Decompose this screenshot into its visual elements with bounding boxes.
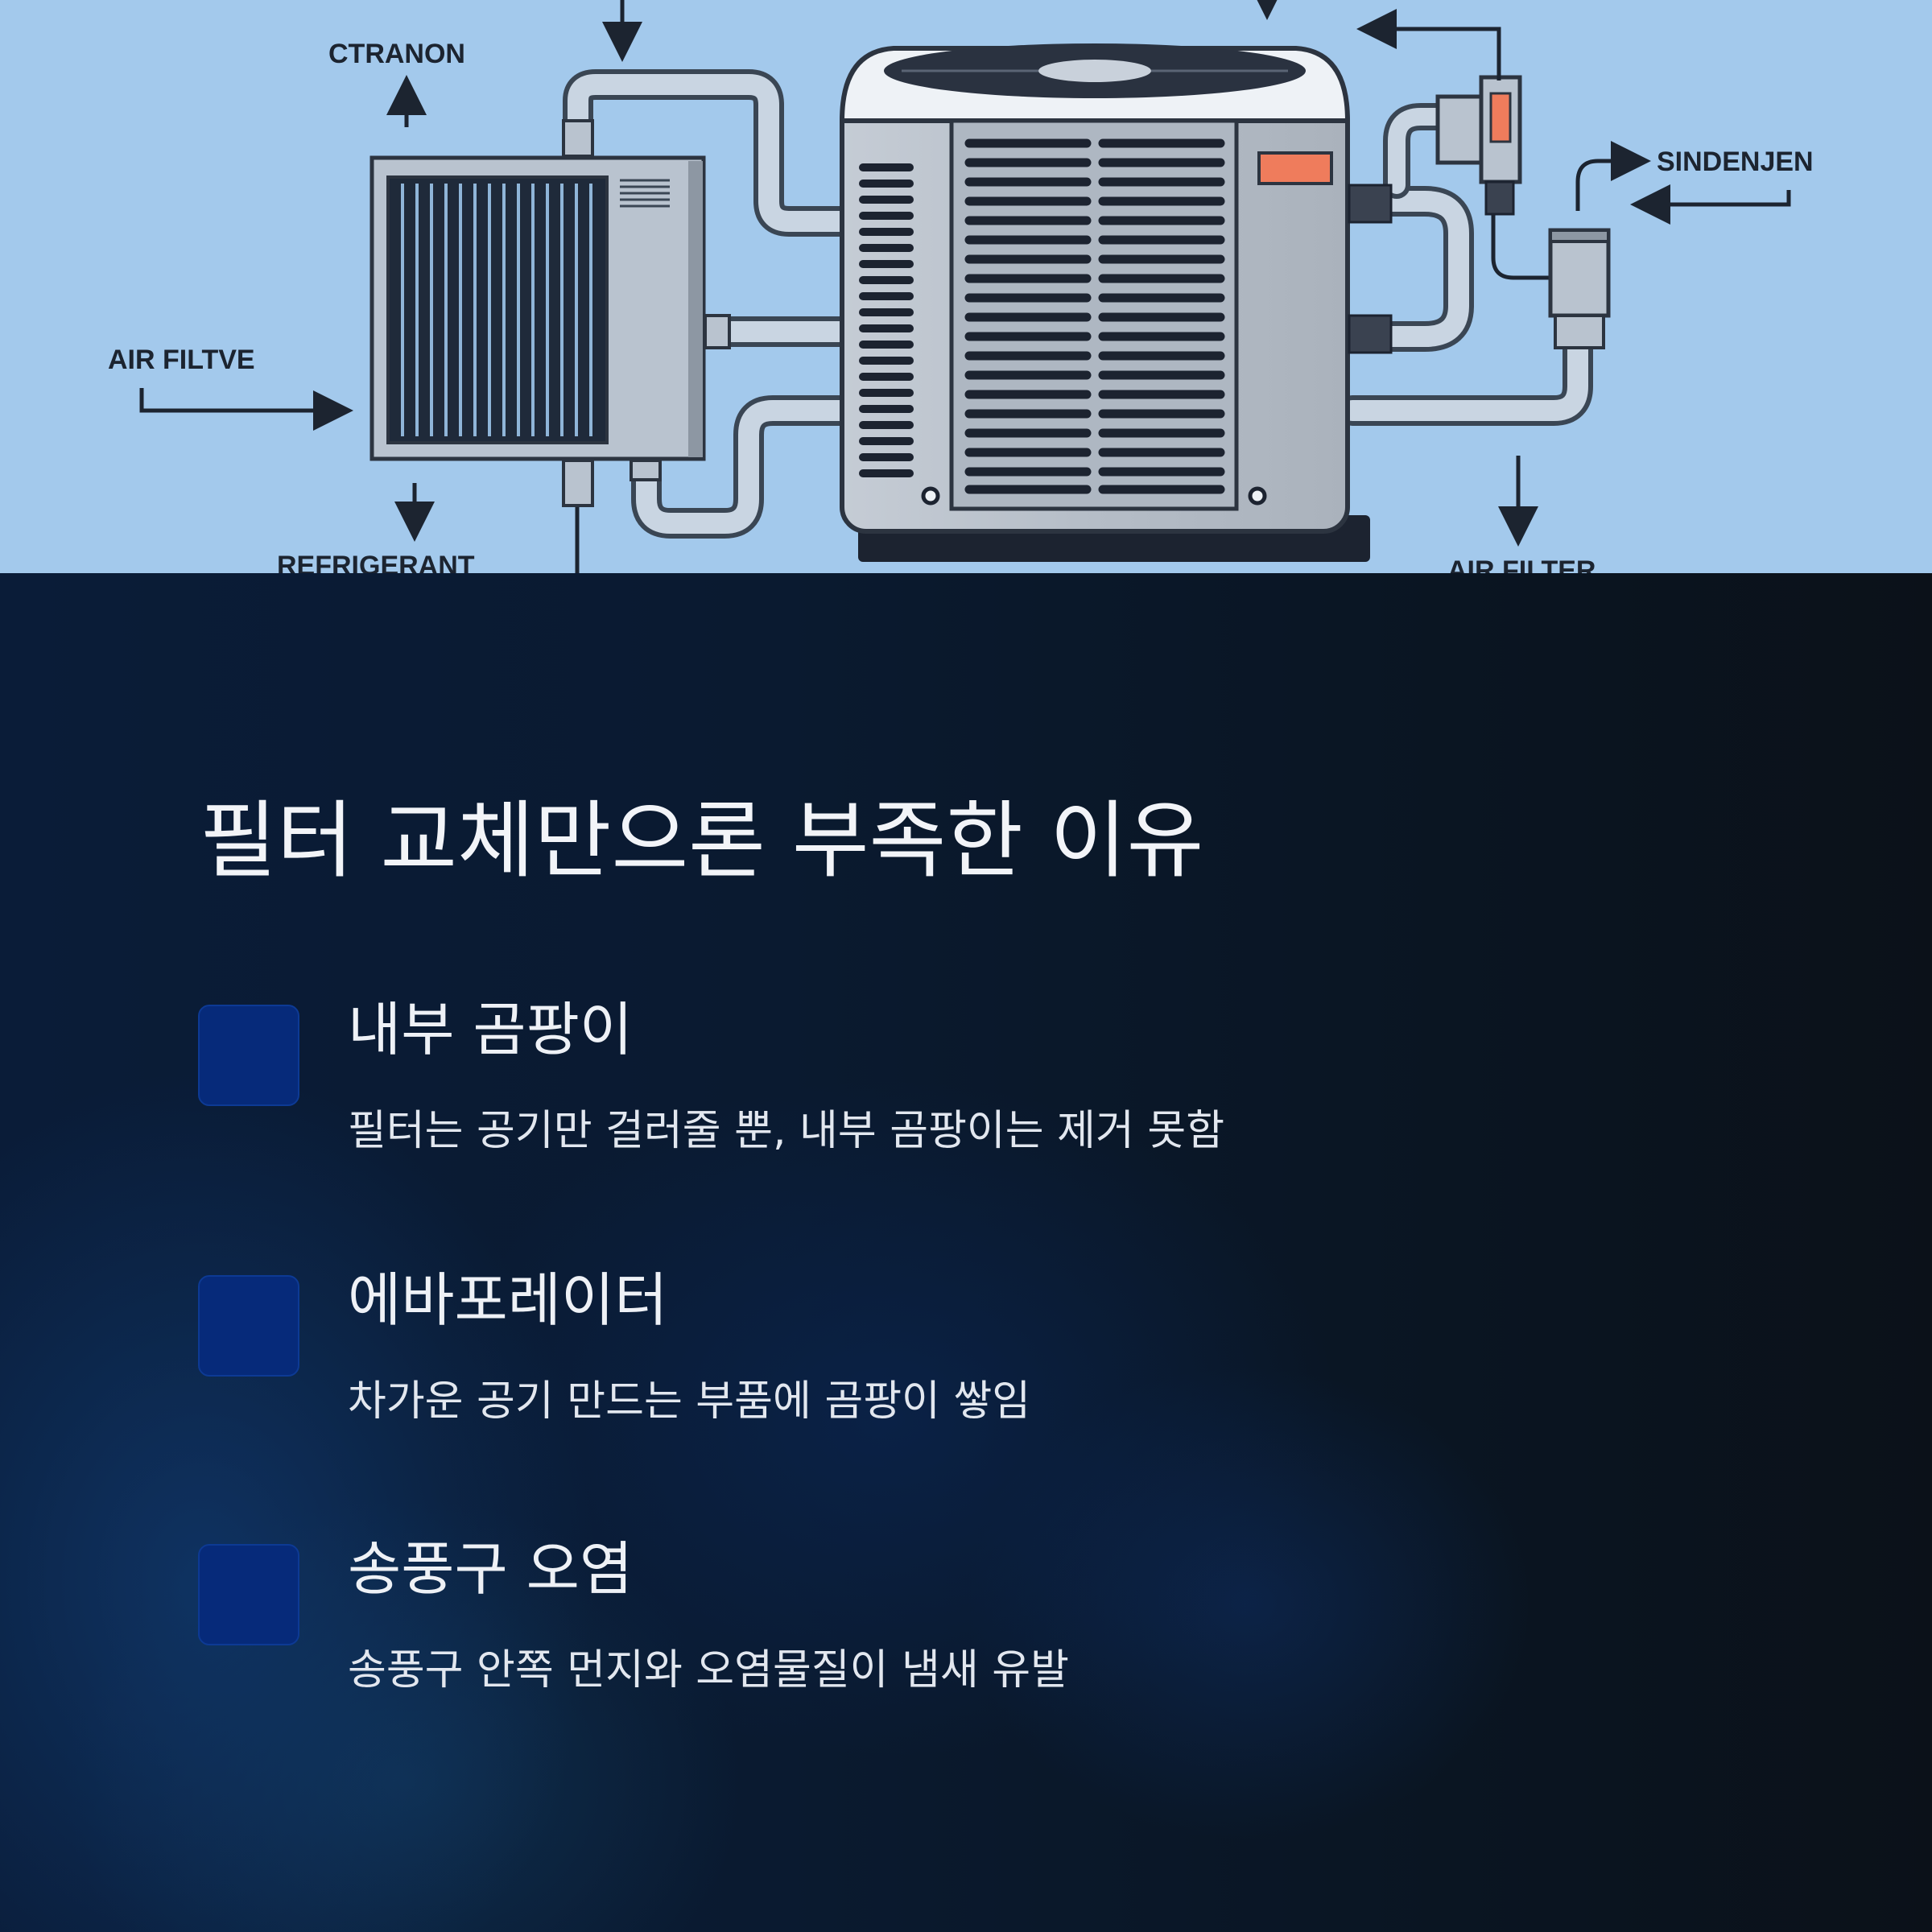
- reason-marker: [198, 1275, 299, 1377]
- reason-item: 내부 곰팡이 필터는 공기만 걸러줄 뿐, 내부 곰팡이는 제거 못함: [198, 996, 1728, 1166]
- page-title: 필터 교체만으론 부족한 이유: [200, 791, 1204, 890]
- reason-item: 에바포레이터 차가운 공기 만드는 부품에 곰팡이 쌓임: [198, 1266, 1728, 1436]
- reason-heading: 내부 곰팡이: [348, 996, 634, 1063]
- reason-description: 차가운 공기 만드는 부품에 곰팡이 쌓임: [348, 1377, 1031, 1426]
- reason-description: 필터는 공기만 걸러줄 뿐, 내부 곰팡이는 제거 못함: [348, 1107, 1225, 1155]
- reason-heading: 송풍구 오염: [348, 1535, 634, 1603]
- air-filter-unit: [369, 119, 731, 507]
- label-refrigerant: REFRIGERANT: [277, 551, 475, 573]
- reason-marker: [198, 1544, 299, 1645]
- content-panel: 필터 교체만으론 부족한 이유 내부 곰팡이 필터는 공기만 걸러줄 뿐, 내부…: [0, 573, 1932, 1932]
- reason-description: 송풍구 안쪽 먼지와 오염물질이 냄새 유발: [348, 1646, 1069, 1695]
- label-air-filtve: AIR FILTVE: [108, 345, 255, 375]
- reason-heading: 에바포레이터: [348, 1266, 668, 1334]
- flow-arrows: [139, 0, 1791, 547]
- condenser-unit: [839, 43, 1393, 562]
- ac-diagram-illustration: CTRANON AIR FILTVE REFRIGERANT SINDENJEN…: [0, 0, 1932, 573]
- reason-marker: [198, 1005, 299, 1106]
- valve-components: [1435, 75, 1611, 349]
- label-ctranon: CTRANON: [328, 39, 465, 69]
- label-air-filter: AIR FILTER: [1447, 555, 1596, 573]
- reason-item: 송풍구 오염 송풍구 안쪽 먼지와 오염물질이 냄새 유발: [198, 1535, 1728, 1705]
- label-sindenjen: SINDENJEN: [1657, 147, 1814, 177]
